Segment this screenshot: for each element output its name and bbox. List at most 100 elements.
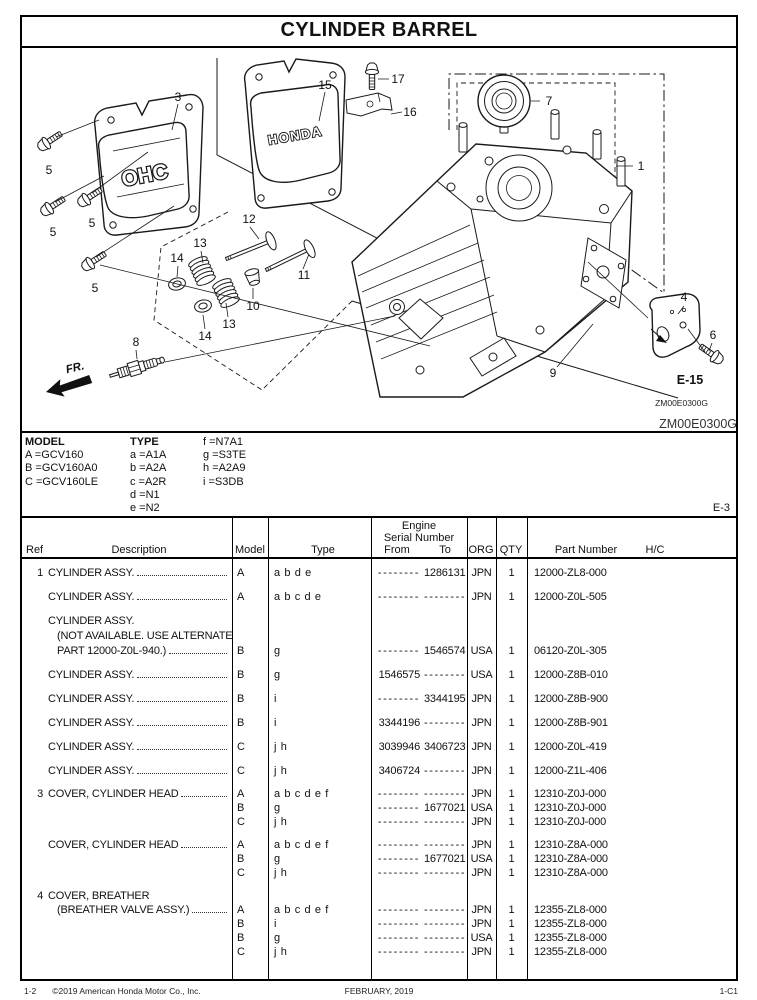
dotted-leader bbox=[137, 598, 227, 600]
column-divider bbox=[527, 518, 528, 981]
cell-type: g bbox=[274, 802, 281, 814]
cell-description: COVER, CYLINDER HEAD bbox=[46, 788, 232, 800]
footer-left: 1-2 ©2019 American Honda Motor Co., Inc. bbox=[24, 986, 201, 996]
cell-org: JPN bbox=[471, 692, 492, 705]
diagram-code-large: ZM00E0300G bbox=[659, 417, 737, 431]
serial-value: -------- bbox=[424, 839, 467, 851]
serial-value: 1546574 bbox=[424, 644, 466, 657]
legend-item: B =GCV160A0 bbox=[25, 462, 98, 475]
cell-qty: 1 bbox=[508, 946, 515, 958]
cell-part-number: 06120-Z0L-305 bbox=[534, 644, 607, 657]
part-callout-13: 13 bbox=[193, 236, 207, 250]
cell-part-number: 12355-ZL8-000 bbox=[534, 946, 607, 958]
header-type: Type bbox=[311, 544, 335, 556]
cell-serial-from: 3344196 bbox=[371, 717, 424, 729]
cell-description: CYLINDER ASSY. bbox=[46, 591, 232, 603]
description-text: COVER, CYLINDER HEAD bbox=[48, 788, 179, 800]
cell-type: j h bbox=[274, 867, 288, 879]
cell-serial-to: -------- bbox=[424, 867, 467, 879]
serial-value: -------- bbox=[424, 788, 467, 800]
cell-part-number: 12355-ZL8-000 bbox=[534, 904, 607, 916]
cell-serial-to: -------- bbox=[424, 788, 467, 800]
cell-serial-to: -------- bbox=[424, 765, 467, 777]
legend-item: b =A2A bbox=[130, 462, 167, 475]
serial-value: -------- bbox=[377, 904, 420, 916]
cell-qty: 1 bbox=[508, 904, 515, 916]
valve-cover-ohc: OHC bbox=[93, 93, 204, 236]
part-callout-13: 13 bbox=[222, 317, 236, 331]
cell-org: USA bbox=[470, 932, 493, 944]
view-boundary-inner bbox=[456, 82, 616, 258]
cell-model: B bbox=[237, 644, 245, 657]
cell-part-number: 12000-Z8B-901 bbox=[534, 716, 608, 729]
oil-seal-part bbox=[477, 74, 531, 128]
cell-type: i bbox=[274, 716, 278, 729]
cell-description: COVER, BREATHER bbox=[46, 890, 232, 902]
cell-model: A bbox=[237, 904, 245, 916]
cell-qty: 1 bbox=[508, 853, 515, 865]
legend-item: C =GCV160LE bbox=[25, 475, 99, 488]
part-callout-5: 5 bbox=[92, 281, 99, 295]
serial-value: -------- bbox=[424, 904, 467, 916]
cell-type: g bbox=[274, 644, 281, 657]
cell-type: a b d e bbox=[274, 566, 312, 579]
cell-ref: 1 bbox=[37, 566, 43, 579]
serial-value: -------- bbox=[424, 932, 467, 944]
cell-serial-from: 3039946 bbox=[371, 741, 424, 753]
cell-part-number: 12310-Z8A-000 bbox=[534, 839, 608, 851]
table-header: Engine Serial Number Ref Description Mod… bbox=[20, 518, 738, 559]
cell-qty: 1 bbox=[508, 918, 515, 930]
cell-serial-to: 3406723 bbox=[424, 741, 467, 753]
header-ref: Ref bbox=[26, 544, 44, 556]
fr-direction-arrow: FR. bbox=[46, 360, 93, 397]
valve-rotator-part bbox=[244, 268, 260, 286]
cell-description: CYLINDER ASSY. bbox=[46, 765, 232, 777]
cell-org: JPN bbox=[471, 839, 492, 851]
cell-part-number: 12310-Z0J-000 bbox=[534, 816, 607, 828]
header-part-number: Part Number bbox=[554, 544, 618, 556]
cell-ref: 4 bbox=[37, 890, 43, 902]
serial-value: -------- bbox=[424, 918, 467, 930]
part-callout-4: 4 bbox=[681, 290, 688, 304]
cell-serial-from: -------- bbox=[371, 816, 424, 828]
cell-description: CYLINDER ASSY. bbox=[46, 693, 232, 705]
cell-serial-to: 1546574 bbox=[424, 645, 467, 657]
cell-part-number: 12000-Z1L-406 bbox=[534, 764, 607, 777]
description-text: CYLINDER ASSY. bbox=[48, 716, 135, 729]
serial-value: -------- bbox=[424, 946, 467, 958]
part-callout-6: 6 bbox=[710, 328, 717, 342]
cell-model: A bbox=[237, 590, 245, 603]
cell-description: CYLINDER ASSY. bbox=[46, 615, 232, 627]
cell-org: JPN bbox=[471, 740, 492, 753]
cell-type: j h bbox=[274, 740, 288, 753]
cell-part-number: 12000-ZL8-000 bbox=[534, 566, 607, 579]
cell-serial-to: -------- bbox=[424, 904, 467, 916]
cell-org: USA bbox=[470, 853, 493, 865]
cell-org: JPN bbox=[471, 764, 492, 777]
cell-description: PART 12000-Z0L-940.) bbox=[46, 645, 232, 657]
cell-qty: 1 bbox=[508, 716, 515, 729]
legend-item: e =N2 bbox=[130, 502, 160, 515]
legend-item: a =A1A bbox=[130, 449, 167, 462]
serial-value: -------- bbox=[377, 788, 420, 800]
dotted-leader bbox=[137, 748, 227, 750]
serial-value: -------- bbox=[377, 802, 420, 814]
cell-model: B bbox=[237, 932, 245, 944]
cell-serial-to: -------- bbox=[424, 839, 467, 851]
serial-value: -------- bbox=[424, 816, 467, 828]
cell-serial-to: -------- bbox=[424, 918, 467, 930]
legend-item: A =GCV160 bbox=[25, 449, 84, 462]
dotted-leader bbox=[169, 652, 227, 654]
table-row: CYLINDER ASSY. bbox=[20, 613, 738, 628]
fr-label: FR. bbox=[65, 360, 86, 376]
valve-group-boundary bbox=[153, 211, 353, 391]
cell-part-number: 12000-Z8B-010 bbox=[534, 668, 608, 681]
cell-model: A bbox=[237, 839, 245, 851]
serial-value: -------- bbox=[377, 566, 420, 579]
